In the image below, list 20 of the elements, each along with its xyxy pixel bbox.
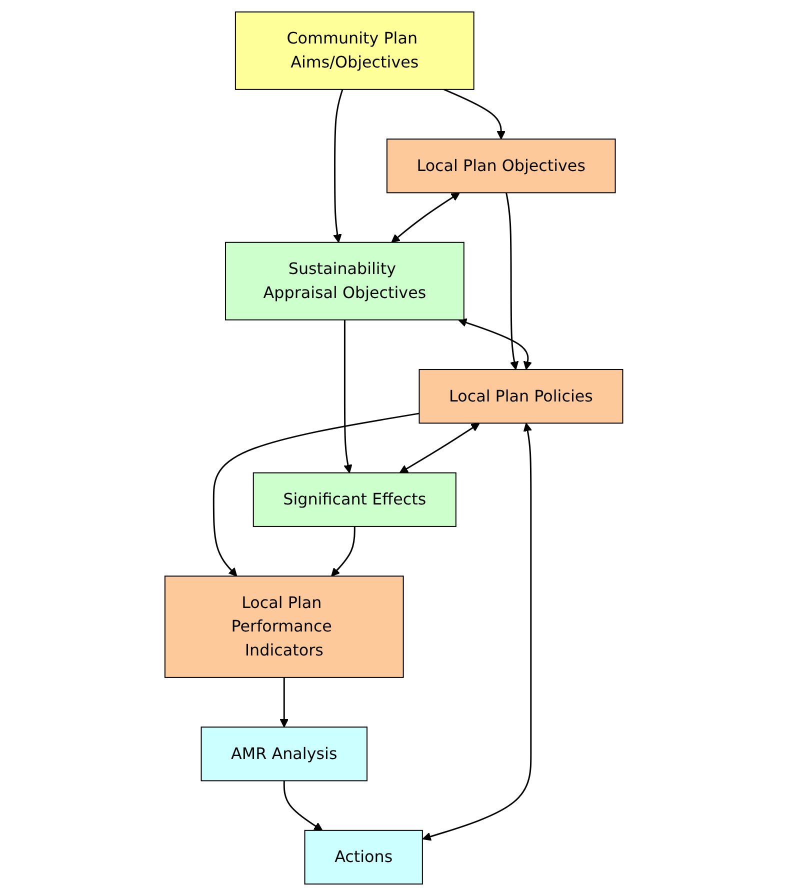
arrow <box>279 676 288 727</box>
node-box: Local Plan Objectives <box>386 138 616 193</box>
arrow <box>443 88 506 139</box>
arrow <box>505 192 518 370</box>
arrow <box>343 319 352 473</box>
node-box: Actions <box>304 829 423 884</box>
arrow <box>422 422 532 840</box>
arrow <box>458 318 532 370</box>
arrow <box>283 780 322 830</box>
node-box: AMR Analysis <box>200 726 368 781</box>
node-box: Community Plan Aims/Objectives <box>234 10 474 90</box>
node-box: Local Plan Policies <box>418 368 623 424</box>
arrow <box>330 526 356 576</box>
arrow <box>332 88 343 242</box>
node-box: Sustainability Appraisal Objectives <box>224 241 464 320</box>
arrow <box>399 422 480 473</box>
node-box: Significant Effects <box>252 472 456 526</box>
node-box: Local Plan Performance Indicators <box>164 575 404 678</box>
arrow <box>390 192 460 242</box>
arrow <box>212 412 420 576</box>
